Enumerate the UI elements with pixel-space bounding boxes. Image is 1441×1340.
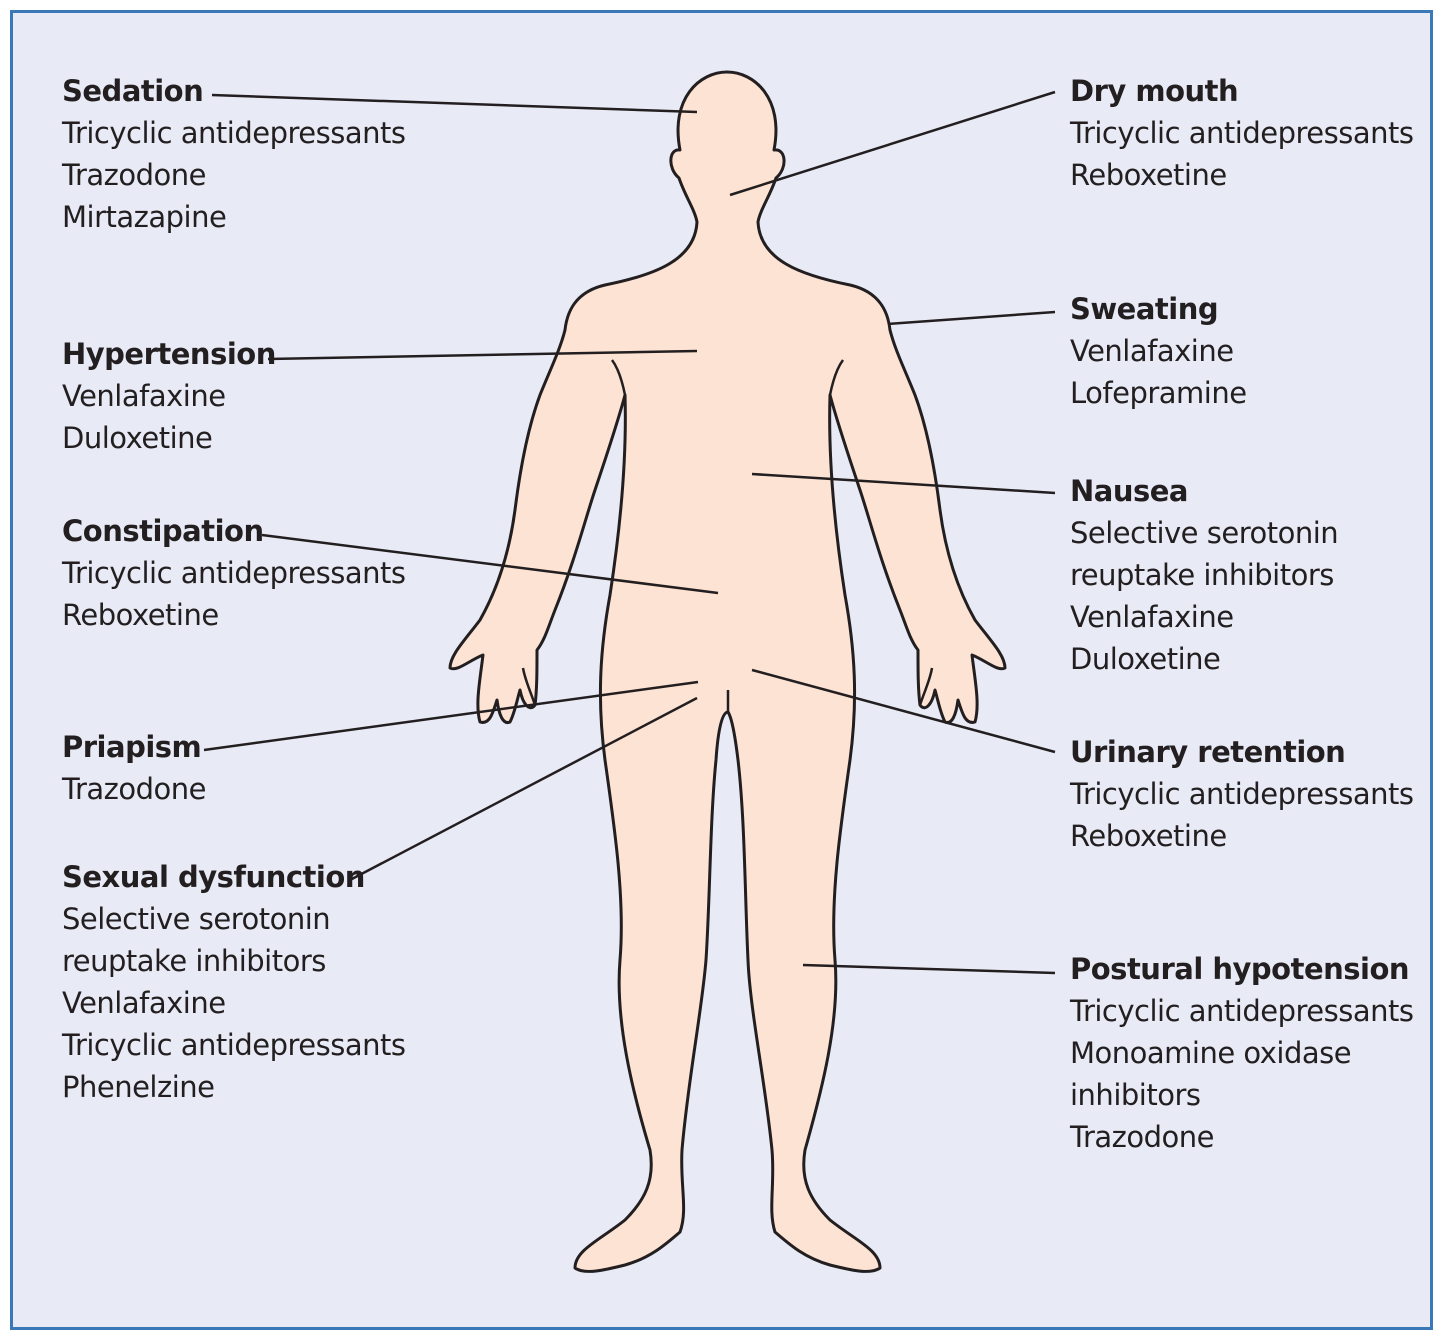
human-body-silhouette: [450, 72, 1005, 1271]
drug-name: Tricyclic antidepressants: [62, 112, 405, 154]
callout-line-sweating: [888, 312, 1055, 324]
drug-name: Venlafaxine: [1070, 330, 1247, 372]
drug-name: Venlafaxine: [1070, 596, 1338, 638]
drug-name: Trazodone: [62, 154, 405, 196]
drug-name: Venlafaxine: [62, 982, 405, 1024]
drug-name: Tricyclic antidepressants: [1070, 990, 1413, 1032]
drug-name: Reboxetine: [1070, 154, 1413, 196]
callout-line-dry-mouth: [730, 92, 1055, 195]
drug-name: Duloxetine: [1070, 638, 1338, 680]
drug-name: reuptake inhibitors: [1070, 554, 1338, 596]
side-effect-title: Priapism: [62, 726, 206, 768]
drug-name: Phenelzine: [62, 1066, 405, 1108]
drug-name: reuptake inhibitors: [62, 940, 405, 982]
drug-name: Monoamine oxidase: [1070, 1032, 1413, 1074]
drug-name: Selective serotonin: [1070, 512, 1338, 554]
drug-name: Reboxetine: [62, 594, 405, 636]
drug-name: Tricyclic antidepressants: [1070, 773, 1413, 815]
drug-name: Trazodone: [1070, 1116, 1413, 1158]
side-effect-title: Constipation: [62, 510, 405, 552]
side-effect-title: Sexual dysfunction: [62, 856, 405, 898]
side-effect-title: Dry mouth: [1070, 70, 1413, 112]
side-effect-title: Hypertension: [62, 333, 276, 375]
drug-name: Duloxetine: [62, 417, 276, 459]
drug-name: Lofepramine: [1070, 372, 1247, 414]
drug-name: Tricyclic antidepressants: [62, 1024, 405, 1066]
side-effect-title: Nausea: [1070, 470, 1338, 512]
side-effect-title: Postural hypotension: [1070, 948, 1413, 990]
drug-name: Trazodone: [62, 768, 206, 810]
side-effect-title: Urinary retention: [1070, 731, 1413, 773]
callout-line-postural-hypotension: [803, 965, 1055, 973]
drug-name: Mirtazapine: [62, 196, 405, 238]
drug-name: Venlafaxine: [62, 375, 276, 417]
side-effect-title: Sedation: [62, 70, 405, 112]
drug-name: Reboxetine: [1070, 815, 1413, 857]
drug-name: Tricyclic antidepressants: [62, 552, 405, 594]
drug-name: Selective serotonin: [62, 898, 405, 940]
drug-name: Tricyclic antidepressants: [1070, 112, 1413, 154]
drug-name: inhibitors: [1070, 1074, 1413, 1116]
side-effect-title: Sweating: [1070, 288, 1247, 330]
